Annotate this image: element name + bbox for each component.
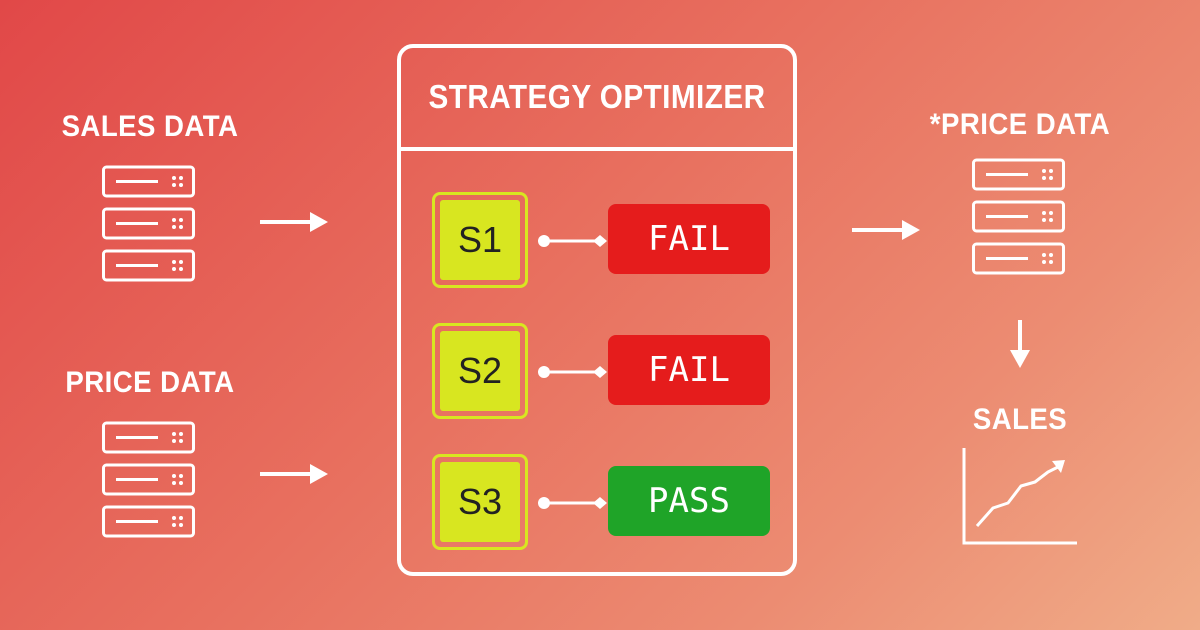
- price-data-label: PRICE DATA: [65, 366, 235, 399]
- strategy-s1-result: FAIL: [608, 204, 770, 274]
- connector-icon: [538, 235, 607, 247]
- strategy-optimizer-title: STRATEGY OPTIMIZER: [428, 78, 766, 115]
- arrow-right-icon: [260, 212, 328, 232]
- strategy-s3: S3: [432, 454, 528, 550]
- strategy-optimizer-box: STRATEGY OPTIMIZER S1 FAIL S2 FAIL S3 PA…: [397, 44, 797, 576]
- arrow-right-icon: [852, 220, 920, 240]
- optimized-price-data-label: *PRICE DATA: [929, 108, 1111, 141]
- connector-icon: [538, 497, 607, 509]
- strategy-s2-result: FAIL: [608, 335, 770, 405]
- strategy-s2: S2: [432, 323, 528, 419]
- price-data-server-icon: [102, 421, 195, 538]
- arrow-right-icon: [260, 464, 328, 484]
- line-chart-icon: [962, 448, 1077, 545]
- sales-data-server-icon: [102, 165, 195, 282]
- strategy-s3-label: S3: [440, 462, 520, 542]
- strategy-s2-label: S2: [440, 331, 520, 411]
- strategy-s1: S1: [432, 192, 528, 288]
- sales-label: SALES: [972, 403, 1068, 436]
- connector-icon: [538, 366, 607, 378]
- strategy-s3-result: PASS: [608, 466, 770, 536]
- optimized-price-data-server-icon: [972, 158, 1065, 275]
- strategy-s1-label: S1: [440, 200, 520, 280]
- arrow-down-icon: [1010, 320, 1030, 368]
- sales-data-label: SALES DATA: [61, 110, 239, 143]
- box-divider: [401, 147, 793, 151]
